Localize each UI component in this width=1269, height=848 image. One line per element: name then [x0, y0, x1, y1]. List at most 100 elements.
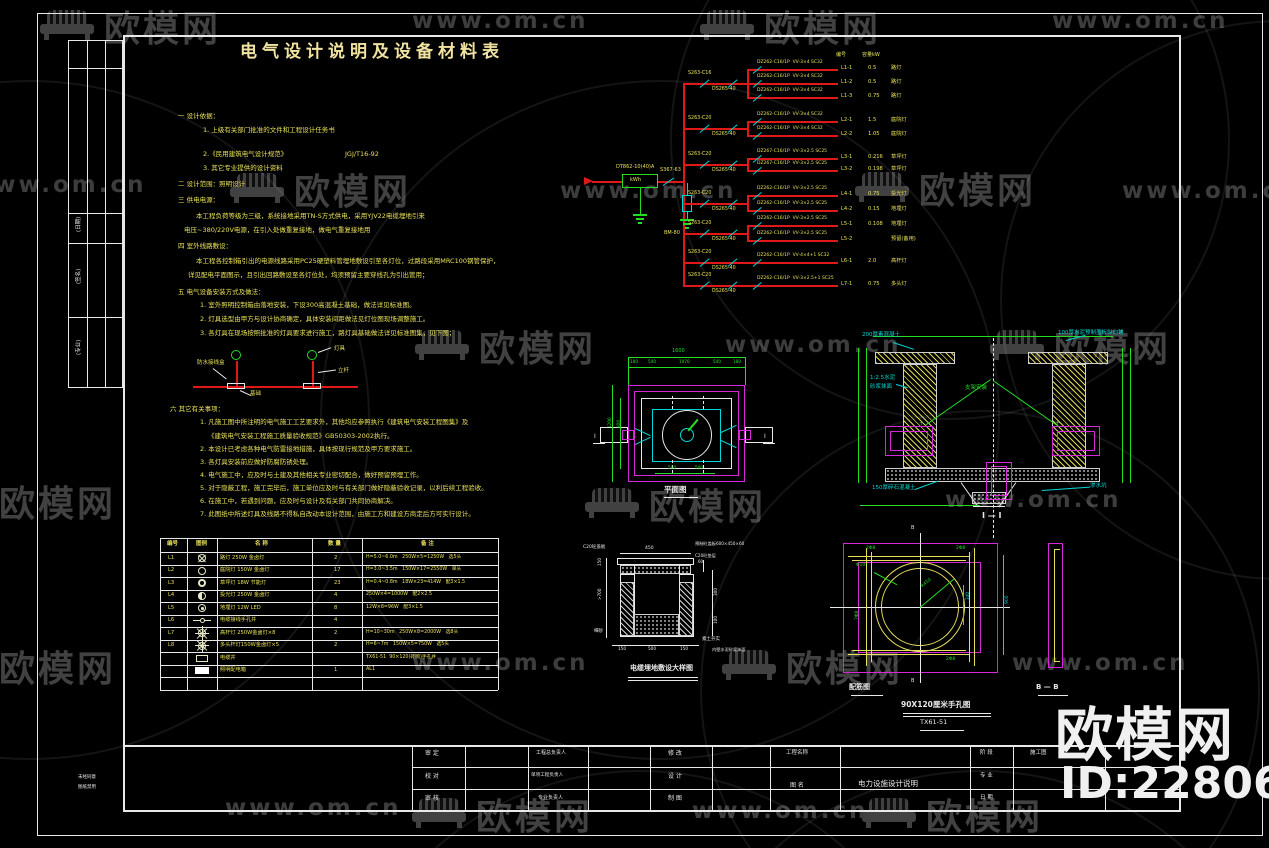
note-line: 1. 室外照明控制箱由落地安装，下设300高混凝土基础，做法详见标准图。: [200, 301, 416, 309]
label: Ⅰ: [764, 433, 766, 440]
cad-h: [763, 443, 775, 445]
line-dot-icon: [193, 616, 211, 626]
cad-v: [650, 745, 651, 812]
table-remark: 12W×8=96W 配3×1.5: [366, 604, 423, 610]
circuit-kw: 0.75: [868, 93, 880, 99]
cad-dv: [672, 460, 673, 473]
label: (签名): [76, 268, 82, 284]
cad-r: [1052, 426, 1100, 456]
cad-v: [1013, 745, 1014, 812]
cad-v: [1105, 745, 1106, 812]
icon-part: [201, 607, 204, 610]
table-header: 图例: [196, 541, 208, 547]
circuit-use: 路灯: [891, 65, 902, 71]
label: 1600: [672, 348, 685, 354]
label: (日期): [76, 216, 82, 232]
label: 容量kW: [862, 52, 880, 58]
riser-branch: [683, 83, 747, 85]
riser-branch: [683, 232, 747, 235]
circuit-spec: DZ262-C16/1P VV-3×4 SC32: [757, 88, 823, 93]
icon-part: [201, 644, 204, 648]
circuit-use: 地埋灯: [891, 221, 907, 227]
cad-h: [68, 68, 123, 69]
cad-r: [617, 558, 694, 565]
cad-v: [1003, 555, 1004, 655]
rays-dot-icon: [193, 638, 211, 653]
cad-v: [1054, 549, 1055, 662]
circuit-spec: DZ262-C16/1P VV-3×2.5+1 SC25: [757, 276, 834, 281]
cad-c: [680, 428, 694, 442]
circuit-id: L1-3: [841, 93, 853, 99]
cad-v: [963, 585, 964, 625]
note-line: 本工程各控制箱引出的电源线路采用PC25硬塑料管埋地敷设引至各灯位，过路段采用M…: [196, 257, 500, 265]
circuit-spec: DZ262-C16/1P VV-3×4 SC32: [757, 112, 823, 117]
table-remark: H=3.0~3.5m 150W×17=2550W 单头: [366, 567, 462, 572]
cad-v: [840, 745, 841, 812]
half-icon: [193, 591, 211, 601]
contactor-label: DS265-40: [712, 236, 736, 242]
meter-box: [622, 174, 658, 188]
watermark-url: www.om.cn: [225, 795, 402, 821]
cad-r: [986, 462, 1012, 500]
cad-h: [664, 497, 698, 499]
label: 工程总负责人: [536, 750, 567, 756]
label: 2Φ8: [946, 657, 956, 662]
cad-v: [679, 565, 680, 618]
note-line: 5. 对于隐蔽工程，施工完毕后，施工单位应及时与有关部门做好隐蔽验收记录，以利后…: [200, 484, 488, 492]
label: S367-63: [660, 167, 681, 173]
label: +: [919, 420, 925, 427]
label: 基础: [250, 391, 262, 397]
icon-part: [198, 579, 206, 588]
table-no: L8: [168, 642, 175, 648]
table-header: 数 量: [328, 541, 341, 547]
cad-v: [747, 121, 749, 135]
circuit-spec: DZ262-C16/1P VV-3×4 SC32: [757, 60, 823, 65]
signoff-strip: [68, 40, 123, 388]
cad-h: [68, 317, 123, 318]
note-line: 《建筑电气安装工程施工质量验收规范》GB50303-2002执行。: [208, 432, 394, 440]
cad-r: [628, 385, 745, 482]
cad-v: [770, 745, 771, 812]
table-grid: [160, 652, 498, 653]
cad-v: [703, 560, 704, 572]
circuit-id: L7-1: [841, 281, 853, 287]
cad-r: [991, 466, 1007, 496]
label: 阶 段: [980, 750, 993, 756]
label: B — B: [1036, 683, 1059, 691]
table-grid: [362, 538, 363, 690]
table-header: 编号: [167, 541, 179, 547]
note-line: 6. 在施工中，若遇到问题，应及时与设计及有关部门共同协商解决。: [200, 497, 397, 505]
table-no: L2: [168, 567, 175, 573]
contactor-label: DS265-40: [712, 168, 736, 173]
icon-part: [195, 667, 209, 675]
table-header: 备 注: [421, 541, 434, 547]
watermark-url: www.om.cn: [412, 8, 589, 34]
contactor-label: DS265-40: [712, 87, 736, 92]
label: 200厚素混凝土: [862, 332, 900, 338]
cad-h: [620, 574, 634, 575]
cad-v: [628, 357, 629, 385]
cad-h: [973, 506, 1005, 507]
note-line: 4. 电气施工中，应及时与土建及其他相关专业密切配合，做好预留预埋工作。: [200, 471, 423, 479]
breaker-label: S263-C20: [688, 116, 712, 121]
circuit-kw: 0.216: [868, 154, 883, 160]
cad-v: [620, 574, 621, 636]
circuit-line: [747, 69, 838, 71]
cad-v: [693, 574, 694, 636]
label: 工程名称: [786, 750, 809, 756]
table-remark: H=10~30m 250W×8=2000W 选8头: [366, 629, 459, 635]
cad-v: [969, 552, 970, 662]
label: B: [911, 525, 915, 531]
label: 图 名: [790, 782, 804, 789]
circuit-id: L3-2: [841, 166, 853, 172]
cad-c: [662, 410, 712, 460]
riser-branch: [683, 164, 747, 166]
icon-part: [198, 554, 206, 563]
label: 540: [713, 359, 721, 364]
label: 配筋图: [849, 683, 870, 691]
table-name: 庭院灯 150W 金卤灯: [220, 567, 270, 573]
circuit-kw: 0.198: [868, 166, 883, 172]
circuit-spec: DZ262-C16/1P VV-3×2.5 SC25: [757, 231, 828, 236]
cad-h: [658, 181, 683, 183]
label: B: [911, 678, 915, 684]
